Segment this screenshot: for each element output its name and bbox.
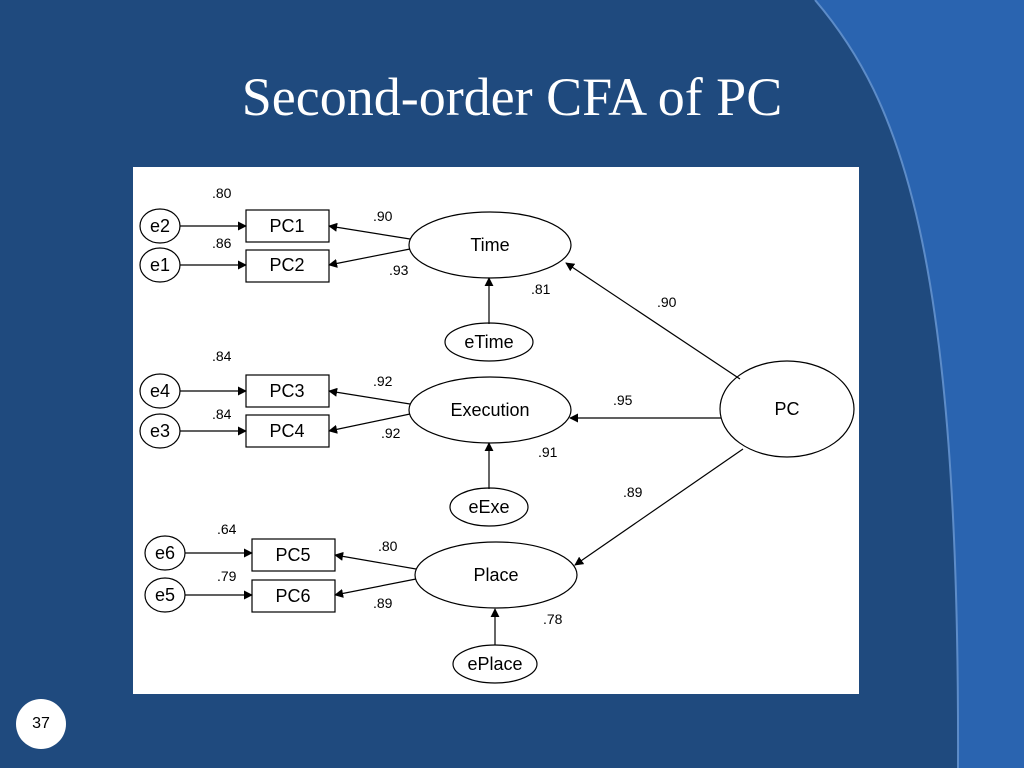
factor-label-place: Place — [473, 565, 518, 585]
error-label-e1: e1 — [150, 255, 170, 275]
loading-time-pc1: .90 — [373, 208, 393, 224]
r2-time: .81 — [531, 281, 551, 297]
indicator-label-pc6: PC6 — [275, 586, 310, 606]
error-node-e5 — [144, 577, 186, 613]
arrow-pc-time — [565, 262, 741, 380]
disturbance-label-eplace: ePlace — [467, 654, 522, 674]
arrow-exec-pc4 — [328, 413, 411, 434]
factor-label-execution: Execution — [450, 400, 529, 420]
structural-pc-time: .90 — [657, 294, 677, 310]
loading-exec-pc4: .92 — [381, 425, 401, 441]
cfa-diagram: PC1 PC2 PC3 PC4 PC5 PC6 e2 e1 e4 e3 e6 e… — [133, 167, 859, 694]
error-node-e2 — [139, 208, 181, 244]
arrow-time-pc2 — [328, 248, 411, 268]
loading-time-pc2: .93 — [389, 262, 409, 278]
r2-pc2: .86 — [212, 235, 232, 251]
arrow-time-pc1 — [328, 222, 411, 240]
r2-pc4: .84 — [212, 406, 232, 422]
r2-place: .78 — [543, 611, 563, 627]
indicator-label-pc2: PC2 — [269, 255, 304, 275]
disturbance-node-eplace — [452, 644, 538, 684]
indicator-box-pc3 — [245, 374, 330, 408]
indicator-label-pc4: PC4 — [269, 421, 304, 441]
error-node-e6 — [144, 535, 186, 571]
page-number-badge: 37 — [16, 699, 66, 749]
indicator-box-pc5 — [251, 538, 336, 572]
factor-node-time — [408, 211, 572, 279]
r2-pc5: .64 — [217, 521, 237, 537]
r2-exec: .91 — [538, 444, 558, 460]
error-label-e3: e3 — [150, 421, 170, 441]
loading-place-pc6: .89 — [373, 595, 393, 611]
disturbance-node-eexe — [449, 487, 529, 527]
structural-pc-place: .89 — [623, 484, 643, 500]
disturbance-label-etime: eTime — [464, 332, 513, 352]
error-node-e3 — [139, 413, 181, 449]
error-node-e4 — [139, 373, 181, 409]
error-label-e2: e2 — [150, 216, 170, 236]
disturbance-label-eexe: eExe — [468, 497, 509, 517]
r2-pc1: .80 — [212, 185, 232, 201]
r2-pc6: .79 — [217, 568, 237, 584]
second-order-label-pc: PC — [774, 399, 799, 419]
disturbance-node-etime — [444, 322, 534, 362]
error-label-e6: e6 — [155, 543, 175, 563]
loading-exec-pc3: .92 — [373, 373, 393, 389]
r2-pc3: .84 — [212, 348, 232, 364]
error-node-e1 — [139, 247, 181, 283]
arrow-exec-pc3 — [328, 387, 411, 405]
error-label-e5: e5 — [155, 585, 175, 605]
arrow-pc-place — [574, 448, 744, 566]
second-order-node-pc — [719, 360, 855, 458]
slide-title: Second-order CFA of PC — [241, 67, 783, 127]
arrow-place-pc6 — [334, 578, 417, 598]
error-label-e4: e4 — [150, 381, 170, 401]
factor-node-place — [414, 541, 578, 609]
cfa-diagram-svg: PC1 PC2 PC3 PC4 PC5 PC6 e2 e1 e4 e3 e6 e… — [139, 185, 855, 684]
indicator-box-pc2 — [245, 249, 330, 283]
indicator-box-pc1 — [245, 209, 330, 243]
indicator-box-pc6 — [251, 579, 336, 613]
indicator-box-pc4 — [245, 414, 330, 448]
factor-node-execution — [408, 376, 572, 444]
indicator-label-pc3: PC3 — [269, 381, 304, 401]
arrow-place-pc5 — [334, 551, 417, 570]
indicator-label-pc1: PC1 — [269, 216, 304, 236]
factor-label-time: Time — [470, 235, 509, 255]
indicator-label-pc5: PC5 — [275, 545, 310, 565]
loading-place-pc5: .80 — [378, 538, 398, 554]
structural-pc-exec: .95 — [613, 392, 633, 408]
